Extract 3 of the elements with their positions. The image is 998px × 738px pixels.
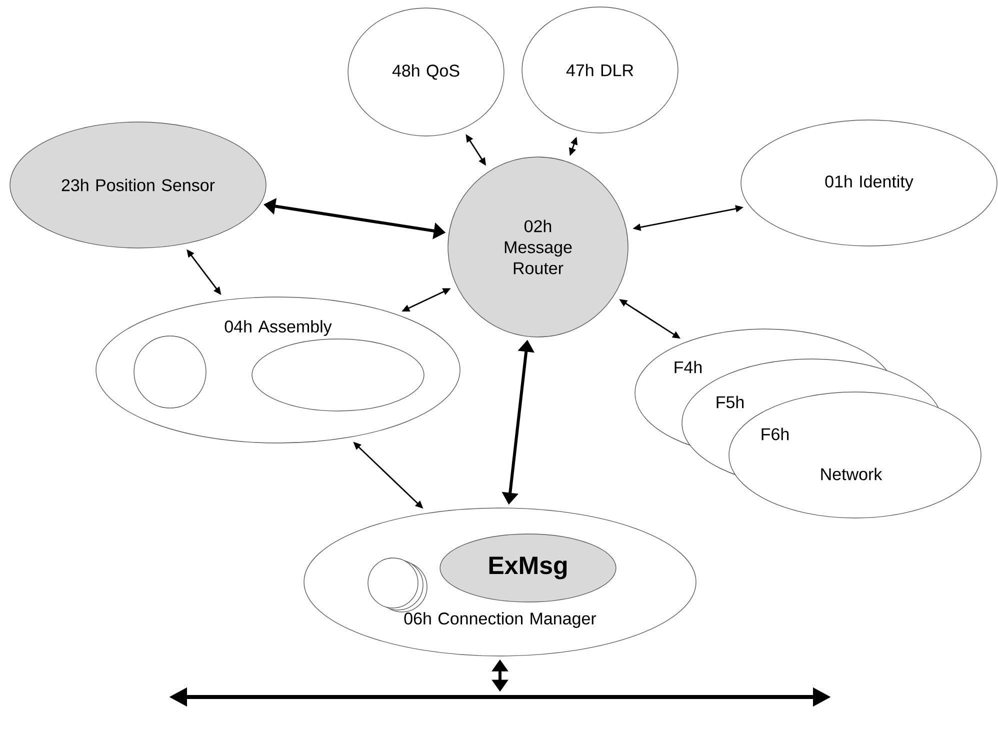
circle xyxy=(134,336,206,408)
ellipse xyxy=(252,338,424,412)
stacked-circles-drawing xyxy=(368,558,428,612)
